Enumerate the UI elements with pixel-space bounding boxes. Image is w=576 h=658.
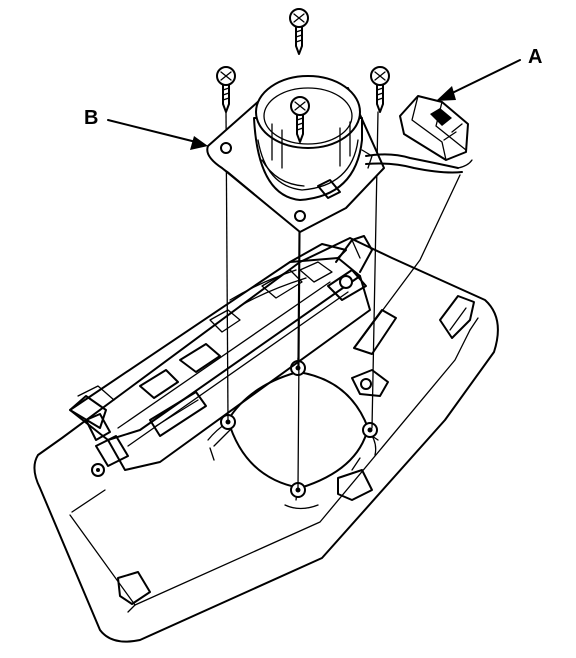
screw-boss-far-left [91,463,105,477]
clip-bottom-right [337,469,373,501]
callout-b-label: B [84,107,98,129]
screw-left [216,66,236,113]
screw-right [370,66,390,113]
callout-a-label: A [528,46,542,68]
callout-a: A [436,46,542,101]
switch-unit [69,235,373,471]
housing-outline [33,237,499,643]
switch-button-1 [179,343,221,373]
housing [33,237,499,643]
switch-button-2 [139,369,179,399]
screw-center [290,96,310,143]
switch-button-3 [149,391,207,437]
flange-hole-left [220,142,232,154]
speaker-terminal [317,179,341,199]
flange-hole-bottom [294,210,306,222]
speaker-wire [365,153,459,169]
connector [365,95,473,174]
screw-boss-left [220,414,236,430]
speaker [206,75,385,233]
clip-right-small [351,369,389,397]
screw-boss-right [362,422,378,438]
clip-right [439,295,475,339]
screw-top-center [289,8,309,55]
callout-b: B [84,107,208,150]
connector-body [399,95,469,161]
clip-bottom-left [117,571,151,605]
housing-inner-rim [69,329,471,606]
